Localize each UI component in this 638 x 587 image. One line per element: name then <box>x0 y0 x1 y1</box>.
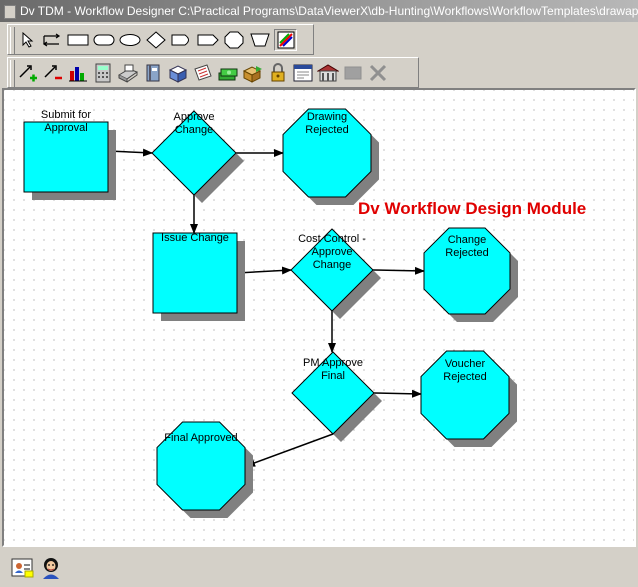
node-label: Approve <box>174 111 215 123</box>
node-label: Voucher <box>445 358 486 370</box>
node-final[interactable]: Final Approved <box>156 421 253 518</box>
node-label: Change <box>448 234 487 246</box>
trapezoid-tool-icon[interactable] <box>248 29 271 51</box>
chart-icon[interactable] <box>66 62 89 84</box>
node-label: Final Approved <box>164 432 237 444</box>
toolbar-grip-2[interactable] <box>10 60 15 87</box>
node-label: Issue Change <box>161 232 229 244</box>
delay-shape-tool-icon[interactable] <box>170 29 193 51</box>
node-shape-octagon[interactable] <box>423 227 511 315</box>
toolbar-grip[interactable] <box>10 27 15 54</box>
title-bar: Dv TDM - Workflow Designer C:\Practical … <box>0 0 638 22</box>
node-label: Cost Control - <box>298 233 366 245</box>
node-label: Change <box>313 259 352 271</box>
book-icon[interactable] <box>141 62 164 84</box>
edge-pm-to-voucher[interactable] <box>373 389 422 398</box>
node-label: Final <box>321 370 345 382</box>
building-icon[interactable] <box>316 62 339 84</box>
lock-icon[interactable] <box>266 62 289 84</box>
node-issue[interactable]: Issue Change <box>152 232 245 321</box>
workflow-diagram: Submit forApprovalApproveChangeDrawingRe… <box>23 108 586 518</box>
node-label: Rejected <box>305 124 348 136</box>
package-icon[interactable] <box>166 62 189 84</box>
actions-toolbar-frame <box>7 57 419 88</box>
ellipse-tool-icon[interactable] <box>118 29 141 51</box>
status-bar <box>0 547 638 587</box>
diamond-tool-icon[interactable] <box>144 29 167 51</box>
color-palette-tool-icon[interactable] <box>274 29 297 51</box>
pointer-tool-icon[interactable] <box>16 29 39 51</box>
add-step-icon[interactable] <box>16 62 39 84</box>
edge-issue-to-cost[interactable] <box>236 266 292 275</box>
delete-icon[interactable] <box>366 62 389 84</box>
watermark-title: Dv Workflow Design Module <box>358 199 586 218</box>
form-icon[interactable] <box>191 62 214 84</box>
user-card-icon[interactable] <box>10 555 36 581</box>
actions-toolbar <box>0 55 638 88</box>
node-shape-octagon[interactable] <box>282 108 372 198</box>
nodes: Submit forApprovalApproveChangeDrawingRe… <box>23 108 518 518</box>
scanner-icon[interactable] <box>116 62 139 84</box>
export-icon[interactable] <box>241 62 264 84</box>
money-icon[interactable] <box>216 62 239 84</box>
edges <box>107 148 425 467</box>
help-person-icon[interactable] <box>38 555 64 581</box>
node-label: Approve <box>312 246 353 258</box>
edge-pm-to-final[interactable] <box>245 433 334 467</box>
remove-step-icon[interactable] <box>41 62 64 84</box>
node-shape-rect[interactable] <box>23 121 109 193</box>
node-shape-rect[interactable] <box>152 232 238 314</box>
chevron-tool-icon[interactable] <box>196 29 219 51</box>
calculator-icon[interactable] <box>91 62 114 84</box>
app-icon <box>4 4 16 19</box>
node-shape-octagon[interactable] <box>420 350 510 440</box>
node-label: Rejected <box>445 247 488 259</box>
window-title: Dv TDM - Workflow Designer C:\Practical … <box>20 4 638 18</box>
disabled-tool-icon <box>341 62 364 84</box>
node-label: PM Approve <box>303 357 363 369</box>
edge-cost-to-change[interactable] <box>372 266 425 275</box>
node-shape-diamond[interactable] <box>151 110 237 196</box>
node-shape-diamond[interactable] <box>290 228 374 312</box>
node-label: Drawing <box>307 111 347 123</box>
connector-tool-icon[interactable] <box>40 29 63 51</box>
shapes-toolbar-frame <box>7 24 314 55</box>
node-label: Change <box>175 124 214 136</box>
octagon-tool-icon[interactable] <box>222 29 245 51</box>
rounded-rectangle-tool-icon[interactable] <box>92 29 115 51</box>
shapes-toolbar <box>0 22 638 55</box>
rectangle-tool-icon[interactable] <box>66 29 89 51</box>
node-label: Approval <box>44 122 87 134</box>
properties-icon[interactable] <box>291 62 314 84</box>
node-label: Rejected <box>443 371 486 383</box>
node-shape-diamond[interactable] <box>291 351 375 435</box>
node-shape-octagon[interactable] <box>156 421 246 511</box>
node-label: Submit for <box>41 109 91 121</box>
